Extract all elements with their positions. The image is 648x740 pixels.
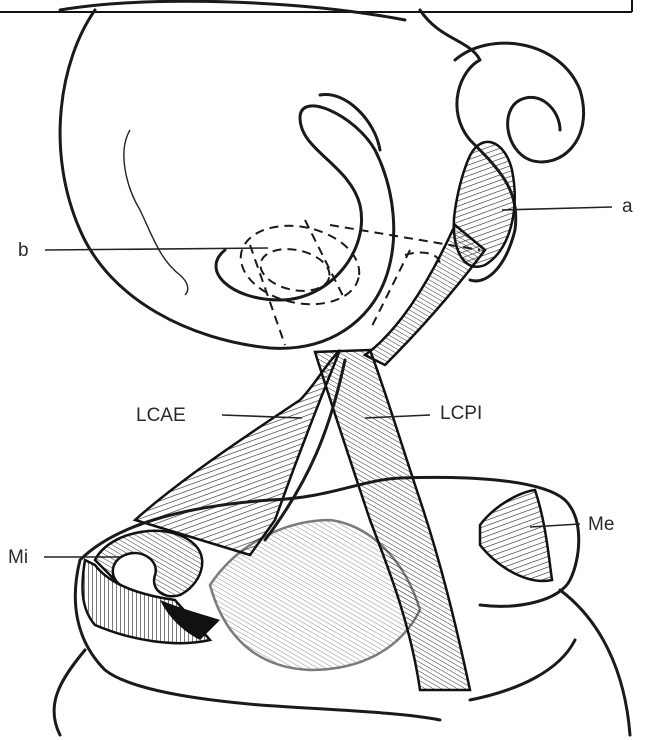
label-lcae: LCAE <box>136 405 186 426</box>
label-b: b <box>18 240 29 261</box>
leader-a <box>502 207 612 210</box>
leader-b <box>45 248 268 250</box>
femur-shaft-left <box>60 1 405 20</box>
condyle-fissure <box>124 130 188 295</box>
femur-lateral-condyle <box>60 10 394 348</box>
label-lcpi: LCPI <box>440 403 482 424</box>
ligament-lcpi-band <box>365 225 485 365</box>
label-a: a <box>622 196 633 217</box>
label-mi: Mi <box>8 547 28 568</box>
meniscus-me <box>480 490 552 581</box>
label-me: Me <box>588 514 614 535</box>
